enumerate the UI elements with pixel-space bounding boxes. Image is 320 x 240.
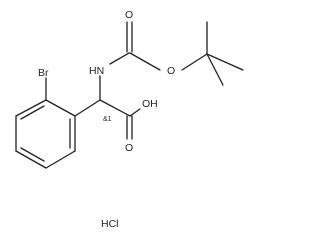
bond-tbu-methyl-down xyxy=(206,53,224,86)
bromophenyl-ring xyxy=(15,77,76,169)
bromine-label: Br xyxy=(38,67,49,79)
boc-carbonyl-oxygen-label: O xyxy=(125,9,133,21)
boc-group xyxy=(109,21,244,86)
alpha-carbon-group xyxy=(74,75,141,140)
bond-tbu-methyl-right xyxy=(206,53,244,71)
acid-oxygen-label: O xyxy=(125,142,133,154)
bond-ring-top xyxy=(45,99,76,117)
bond-alpha-carboxyl xyxy=(99,99,131,117)
ester-oxygen-label: O xyxy=(167,65,175,77)
bond-carboxyl-hydroxyl xyxy=(129,108,141,117)
bond-carbonyl-ester-oxygen xyxy=(129,52,161,71)
acid-hydroxyl-label: OH xyxy=(142,98,158,110)
ring-inner-double-upper xyxy=(20,105,45,120)
bond-nh-carbonyl xyxy=(109,52,130,65)
salt-label: HCl xyxy=(101,218,119,230)
bond-ester-oxygen-tbu xyxy=(181,53,208,71)
bond-alpha-ring xyxy=(74,99,101,117)
bond-ring-lower-right xyxy=(45,150,76,169)
ring-inner-double-lower xyxy=(20,147,45,162)
bond-ring-upper-left xyxy=(15,99,47,117)
chemical-structure: Br HN O O OH O &1 HCl xyxy=(15,9,244,230)
stereo-label: &1 xyxy=(103,116,112,123)
bond-ring-lower-left xyxy=(15,150,47,169)
amine-label: HN xyxy=(89,65,104,77)
